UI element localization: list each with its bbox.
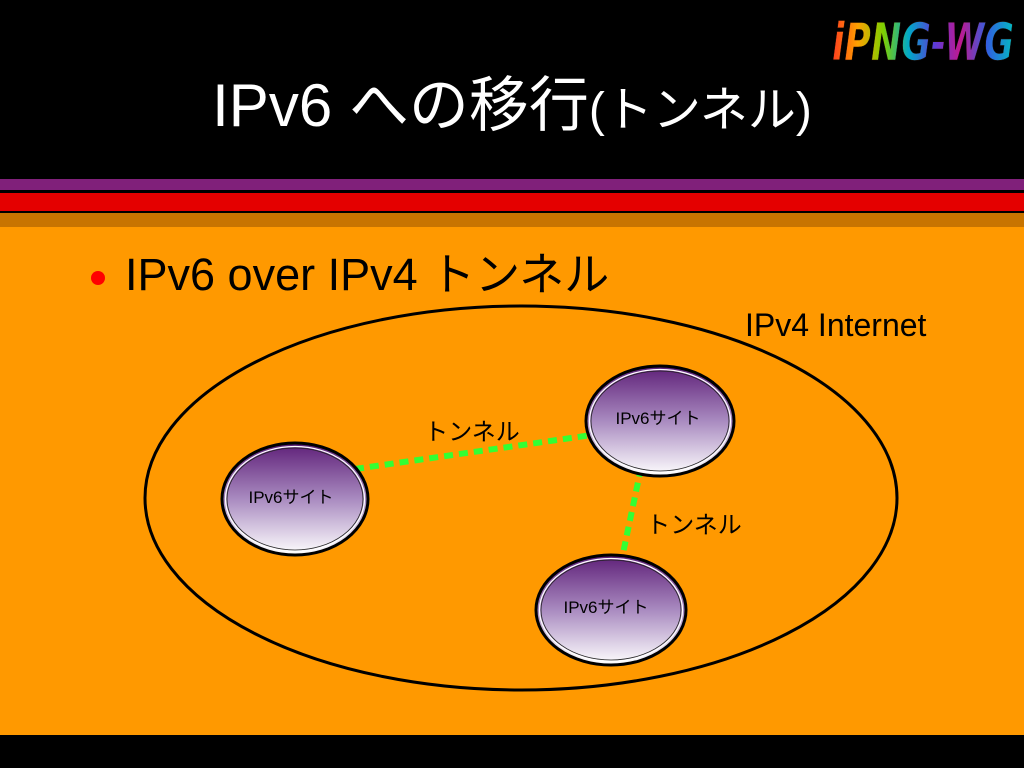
ipv6-site-ring <box>588 368 732 474</box>
ipng-wg-logo: iPNG-WG <box>832 13 1014 73</box>
ipv6-site: IPv6サイト <box>584 364 736 478</box>
header-stripe-purple <box>0 179 1024 190</box>
tunnel-line <box>354 432 593 472</box>
header-background <box>0 0 1024 179</box>
ipv4-internet-label: IPv4 Internet <box>745 307 927 343</box>
ipv6-site-label: IPv6サイト <box>563 598 648 617</box>
ipv6-site: IPv6サイト <box>220 441 370 557</box>
tunnel-label: トンネル <box>646 512 742 539</box>
ipv6-site-circle <box>534 553 688 667</box>
bullet-text: IPv6 over IPv4 トンネル <box>125 249 609 300</box>
bullet-dot <box>91 271 105 285</box>
ipv6-site-ring <box>538 557 684 663</box>
ipv6-site-label: IPv6サイト <box>248 488 333 507</box>
ipv6-site: IPv6サイト <box>534 553 688 667</box>
header-stripe-orange <box>0 213 1024 227</box>
ipv6-site-circle <box>220 441 370 557</box>
ipv6-site-inner-ring <box>540 559 682 661</box>
ipv6-site-label: IPv6サイト <box>615 409 700 428</box>
tunnel-line <box>619 467 644 559</box>
slide-title-paren: (トンネル) <box>589 84 812 137</box>
slide-body-background <box>0 227 1024 735</box>
ipv6-site-inner-ring <box>590 370 730 472</box>
tunnel-label: トンネル <box>424 419 520 446</box>
ipv6-site-circle <box>584 364 736 478</box>
footer-band <box>0 735 1024 768</box>
ipv6-site-inner-ring <box>226 447 364 551</box>
slide-title-main: IPv6 への移行 <box>212 72 589 139</box>
ipv6-site-ring <box>224 445 366 553</box>
slide-title: IPv6 への移行(トンネル) <box>212 72 812 139</box>
header-stripe-red <box>0 193 1024 211</box>
ipv4-internet-ellipse <box>143 304 899 692</box>
